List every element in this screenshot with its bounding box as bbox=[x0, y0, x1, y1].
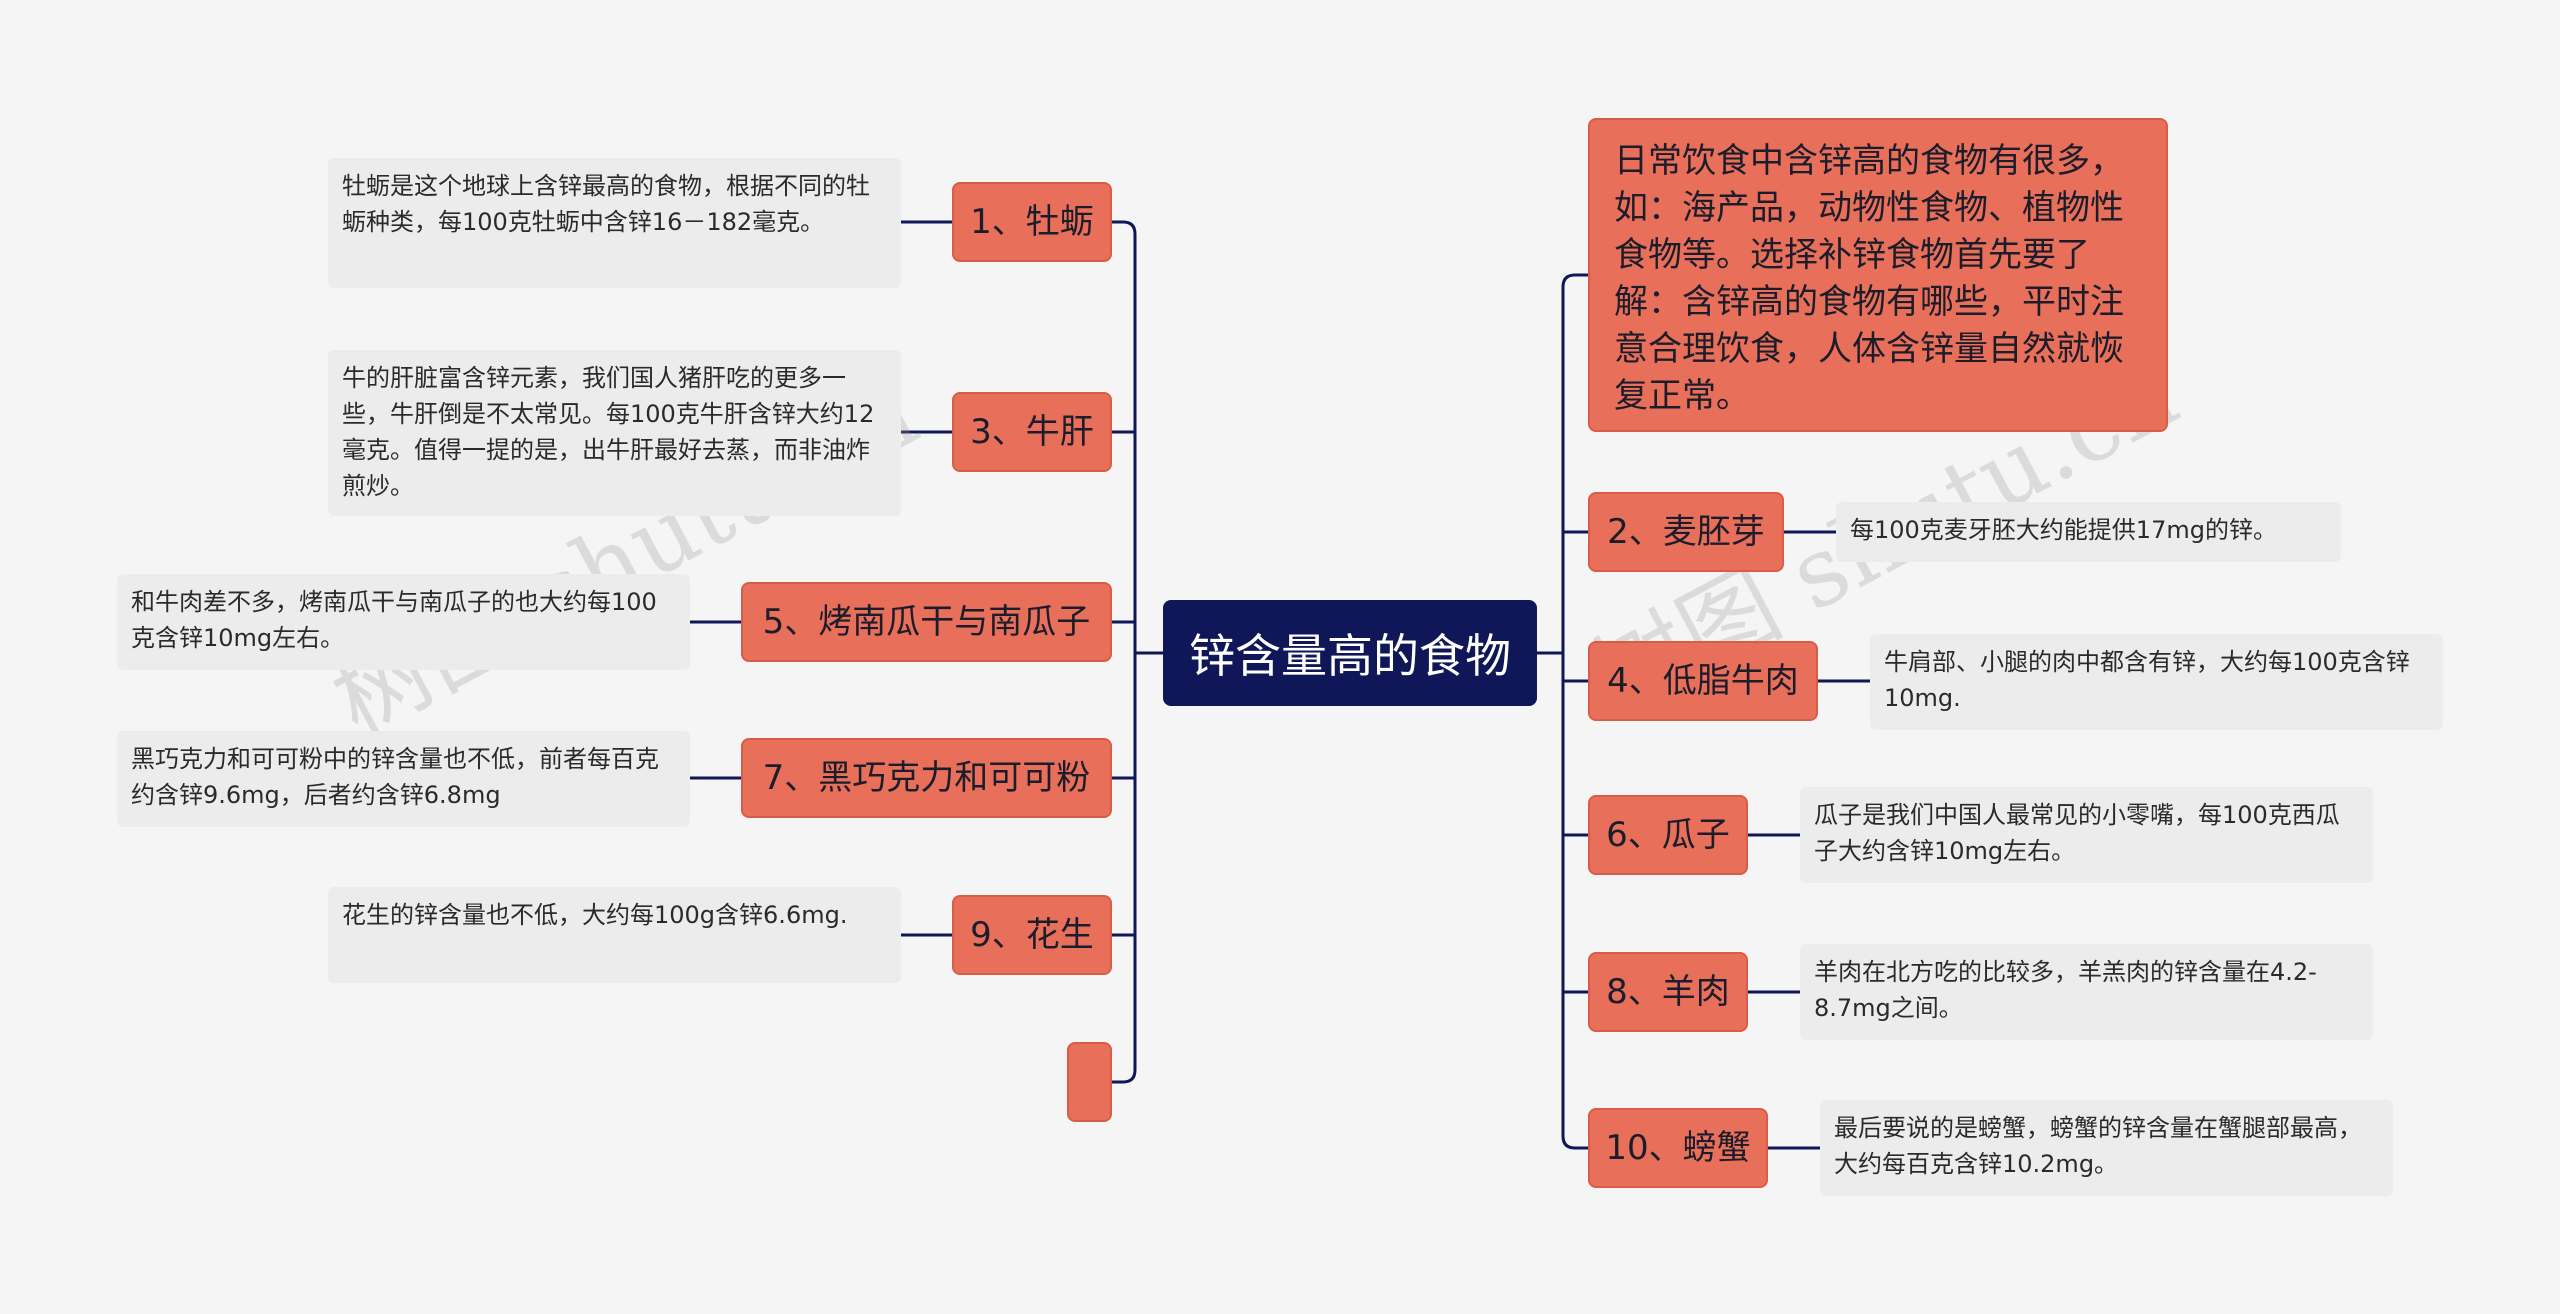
branch-wheat-germ-label: 2、麦胚芽 bbox=[1607, 511, 1765, 552]
root-topic-title: 锌含量高的食物 bbox=[1189, 629, 1511, 683]
branch-peanut-label: 9、花生 bbox=[970, 914, 1094, 955]
branch-mutton-label: 8、羊肉 bbox=[1606, 971, 1730, 1012]
desc-pumpkin: 和牛肉差不多，烤南瓜干与南瓜子的也大约每100克含锌10mg左右。 bbox=[117, 574, 690, 670]
branch-lean-beef[interactable]: 4、低脂牛肉 bbox=[1588, 641, 1818, 721]
desc-beef-liver: 牛的肝脏富含锌元素，我们国人猪肝吃的更多一些，牛肝倒是不太常见。每100克牛肝含… bbox=[328, 350, 901, 516]
desc-oyster-text: 牡蛎是这个地球上含锌最高的食物，根据不同的牡蛎种类，每100克牡蛎中含锌16－1… bbox=[342, 172, 870, 236]
desc-chocolate-text: 黑巧克力和可可粉中的锌含量也不低，前者每百克约含锌9.6mg，后者约含锌6.8m… bbox=[131, 745, 659, 809]
branch-mutton[interactable]: 8、羊肉 bbox=[1588, 952, 1748, 1032]
root-topic[interactable]: 锌含量高的食物 bbox=[1163, 600, 1537, 706]
desc-crab: 最后要说的是螃蟹，螃蟹的锌含量在蟹腿部最高，大约每百克含锌10.2mg。 bbox=[1820, 1100, 2393, 1196]
branch-oyster-label: 1、牡蛎 bbox=[970, 201, 1094, 242]
desc-chocolate: 黑巧克力和可可粉中的锌含量也不低，前者每百克约含锌9.6mg，后者约含锌6.8m… bbox=[117, 731, 690, 827]
branch-melon-seeds-label: 6、瓜子 bbox=[1606, 814, 1730, 855]
desc-melon-seeds-text: 瓜子是我们中国人最常见的小零嘴，每100克西瓜子大约含锌10mg左右。 bbox=[1814, 801, 2340, 865]
desc-beef-liver-text: 牛的肝脏富含锌元素，我们国人猪肝吃的更多一些，牛肝倒是不太常见。每100克牛肝含… bbox=[342, 364, 875, 500]
branch-oyster[interactable]: 1、牡蛎 bbox=[952, 182, 1112, 262]
branch-lean-beef-label: 4、低脂牛肉 bbox=[1607, 660, 1799, 701]
branch-empty[interactable] bbox=[1067, 1042, 1112, 1122]
branch-chocolate-label: 7、黑巧克力和可可粉 bbox=[762, 757, 1091, 798]
desc-pumpkin-text: 和牛肉差不多，烤南瓜干与南瓜子的也大约每100克含锌10mg左右。 bbox=[131, 588, 657, 652]
branch-wheat-germ[interactable]: 2、麦胚芽 bbox=[1588, 492, 1784, 572]
desc-crab-text: 最后要说的是螃蟹，螃蟹的锌含量在蟹腿部最高，大约每百克含锌10.2mg。 bbox=[1834, 1114, 2362, 1178]
branch-crab[interactable]: 10、螃蟹 bbox=[1588, 1108, 1768, 1188]
desc-mutton-text: 羊肉在北方吃的比较多，羊羔肉的锌含量在4.2-8.7mg之间。 bbox=[1814, 958, 2317, 1022]
desc-wheat-germ: 每100克麦牙胚大约能提供17mg的锌。 bbox=[1836, 502, 2341, 562]
intro-node[interactable]: 日常饮食中含锌高的食物有很多，如：海产品，动物性食物、植物性食物等。选择补锌食物… bbox=[1588, 118, 2168, 432]
connector-line-6 bbox=[1561, 273, 1588, 288]
branch-beef-liver-label: 3、牛肝 bbox=[970, 411, 1094, 452]
desc-oyster: 牡蛎是这个地球上含锌最高的食物，根据不同的牡蛎种类，每100克牡蛎中含锌16－1… bbox=[328, 158, 901, 288]
branch-pumpkin[interactable]: 5、烤南瓜干与南瓜子 bbox=[741, 582, 1112, 662]
desc-wheat-germ-text: 每100克麦牙胚大约能提供17mg的锌。 bbox=[1850, 516, 2277, 544]
connector-line-0 bbox=[1112, 220, 1137, 235]
connector-line-5 bbox=[1112, 1069, 1137, 1084]
desc-lean-beef: 牛肩部、小腿的肉中都含有锌，大约每100克含锌10mg. bbox=[1870, 634, 2443, 730]
branch-beef-liver[interactable]: 3、牛肝 bbox=[952, 392, 1112, 472]
connector-line-11 bbox=[1561, 1135, 1588, 1150]
desc-peanut: 花生的锌含量也不低，大约每100g含锌6.6mg. bbox=[328, 887, 901, 983]
branch-peanut[interactable]: 9、花生 bbox=[952, 895, 1112, 975]
branch-crab-label: 10、螃蟹 bbox=[1605, 1127, 1751, 1168]
branch-pumpkin-label: 5、烤南瓜干与南瓜子 bbox=[762, 601, 1091, 642]
branch-chocolate[interactable]: 7、黑巧克力和可可粉 bbox=[741, 738, 1112, 818]
desc-lean-beef-text: 牛肩部、小腿的肉中都含有锌，大约每100克含锌10mg. bbox=[1884, 648, 2410, 712]
desc-melon-seeds: 瓜子是我们中国人最常见的小零嘴，每100克西瓜子大约含锌10mg左右。 bbox=[1800, 787, 2373, 883]
branch-melon-seeds[interactable]: 6、瓜子 bbox=[1588, 795, 1748, 875]
desc-peanut-text: 花生的锌含量也不低，大约每100g含锌6.6mg. bbox=[342, 901, 848, 929]
desc-mutton: 羊肉在北方吃的比较多，羊羔肉的锌含量在4.2-8.7mg之间。 bbox=[1800, 944, 2373, 1040]
intro-text: 日常饮食中含锌高的食物有很多，如：海产品，动物性食物、植物性食物等。选择补锌食物… bbox=[1614, 141, 2124, 416]
